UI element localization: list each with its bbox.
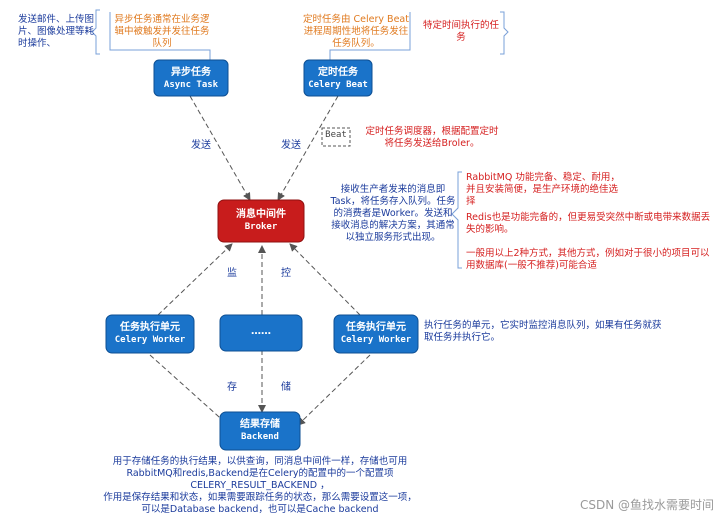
backend-title: 结果存储: [240, 419, 280, 430]
note-beat-examples: 特定时间执行的任务: [422, 20, 499, 43]
worker-mid-title: ……: [251, 326, 271, 337]
edge-label-monitor-right: 控: [281, 268, 291, 279]
note-beat-scheduler: 定时任务调度器，根据配置定时将任务发送给Broler。: [365, 126, 499, 149]
node-broker: [217, 199, 305, 243]
note-backend-line2: CELERY_RESULT_BACKEND ，: [190, 480, 330, 491]
note-backend-line3: 作用是保存结果和状态，如果需要跟踪任务的状态，那么需要设置这一项，可以是Data…: [103, 492, 417, 515]
node-async-task: [153, 59, 229, 97]
celery-beat-label: 定时任务 Celery Beat: [304, 66, 372, 91]
edge-label-send-right: 发送: [281, 140, 301, 151]
brace-broker-options: [451, 171, 462, 269]
brace-async-examples: [91, 9, 100, 55]
celery-beat-title: 定时任务: [318, 67, 358, 78]
node-celery-beat: [303, 59, 373, 97]
note-backend-line1: 用于存储任务的执行结果，以供查询，同消息中间件一样，存储也可用RabbitMQ和…: [112, 456, 408, 479]
edge-label-store-left: 存: [227, 382, 237, 393]
edge-workerleft-to-broker: [157, 243, 233, 316]
note-broker-desc: 接收生产者发来的消息即Task，将任务存入队列。任务的消费者是Worker。发送…: [330, 184, 456, 243]
worker-left-label: 任务执行单元 Celery Worker: [106, 321, 194, 346]
bracket-beat-desc: [329, 12, 411, 62]
note-backend-desc: 用于存储任务的执行结果，以供查询，同消息中间件一样，存储也可用RabbitMQ和…: [100, 456, 420, 516]
brace-beat-examples: [500, 11, 509, 55]
worker-left-subtitle: Celery Worker: [114, 335, 186, 345]
async-task-subtitle: Async Task: [163, 80, 219, 90]
edge-workerleft-to-backend: [149, 354, 229, 426]
beat-small-box: [321, 127, 351, 147]
worker-left-title: 任务执行单元: [120, 322, 180, 333]
node-backend: [219, 411, 301, 451]
broker-label: 消息中间件 Broker: [218, 208, 304, 233]
edge-workerright-to-backend: [297, 354, 371, 426]
worker-right-label: 任务执行单元 Celery Worker: [334, 321, 418, 346]
worker-right-subtitle: Celery Worker: [340, 335, 412, 345]
bracket-async-desc: [109, 12, 211, 62]
celery-beat-subtitle: Celery Beat: [308, 80, 368, 90]
beat-small-label: Beat: [325, 130, 347, 140]
note-async-desc: 异步任务通常在业务逻辑中被触发并发往任务队列: [114, 14, 210, 49]
node-worker-right: [333, 314, 419, 354]
edge-async-to-broker: [189, 95, 251, 201]
edge-workerright-to-broker: [289, 243, 361, 316]
note-broker-db: 一般用以上2种方式，其他方式，例如对于很小的项目可以用数据库(一般不推荐)可能合…: [466, 248, 710, 271]
worker-right-title: 任务执行单元: [346, 322, 406, 333]
edge-label-send-left: 发送: [191, 140, 211, 151]
edge-label-store-right: 储: [281, 382, 291, 393]
edge-beat-to-broker: [277, 95, 339, 201]
async-task-title: 异步任务: [171, 67, 211, 78]
note-async-examples: 发送邮件、上传图片、图像处理等耗时操作、: [18, 14, 95, 49]
backend-subtitle: Backend: [241, 432, 279, 442]
note-beat-desc: 定时任务由 Celery Beat 进程周期性地将任务发往任务队列。: [303, 14, 409, 49]
edge-label-monitor-left: 监: [227, 268, 237, 279]
broker-title: 消息中间件: [236, 209, 286, 220]
watermark: CSDN @鱼找水需要时间: [579, 498, 714, 512]
note-broker-rabbitmq: RabbitMQ 功能完备、稳定、耐用，并且安装简便，是生产环境的绝佳选择: [466, 172, 620, 207]
note-broker-redis: Redis也是功能完备的，但更易受突然中断或电带来数据丢失的影响。: [466, 212, 711, 235]
node-worker-left: [105, 314, 195, 354]
node-worker-mid: [219, 314, 303, 352]
worker-mid-label: ……: [220, 325, 302, 338]
async-task-label: 异步任务 Async Task: [154, 66, 228, 91]
note-worker-desc: 执行任务的单元，它实时监控消息队列，如果有任务就获取任务并执行它。: [424, 320, 662, 343]
broker-subtitle: Broker: [244, 222, 278, 232]
backend-label: 结果存储 Backend: [220, 418, 300, 443]
